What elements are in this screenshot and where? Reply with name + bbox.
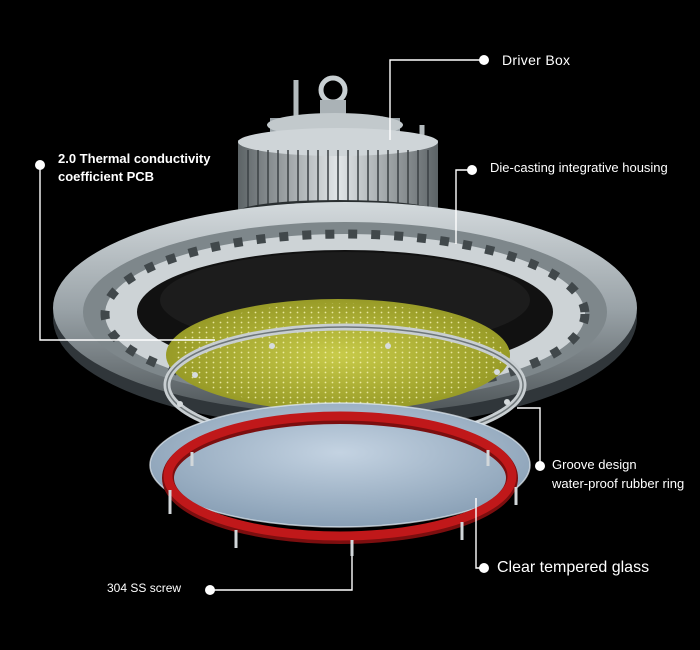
label-housing: Die-casting integrative housing <box>490 160 668 175</box>
label-screw: 304 SS screw <box>107 581 182 595</box>
label-pcb: 2.0 Thermal conductivity coefficient PCB <box>58 150 210 185</box>
rubber-ring <box>162 411 518 544</box>
leader-lines <box>39 59 541 591</box>
label-pcb-line2: coefficient PCB <box>58 168 155 184</box>
label-glass: Clear tempered glass <box>497 559 650 576</box>
driver-box <box>238 75 438 224</box>
callout-dots <box>35 55 545 595</box>
label-groove-ring: Groove design water-proof rubber ring <box>552 456 684 494</box>
label-groove-line2: water-proof rubber ring <box>552 475 685 491</box>
label-driver-box: Driver Box <box>502 52 571 68</box>
led-pcb <box>166 299 510 411</box>
ss-screws <box>168 450 518 556</box>
label-groove-line1: Groove design <box>552 457 637 472</box>
label-pcb-line1: 2.0 Thermal conductivity <box>58 151 211 166</box>
